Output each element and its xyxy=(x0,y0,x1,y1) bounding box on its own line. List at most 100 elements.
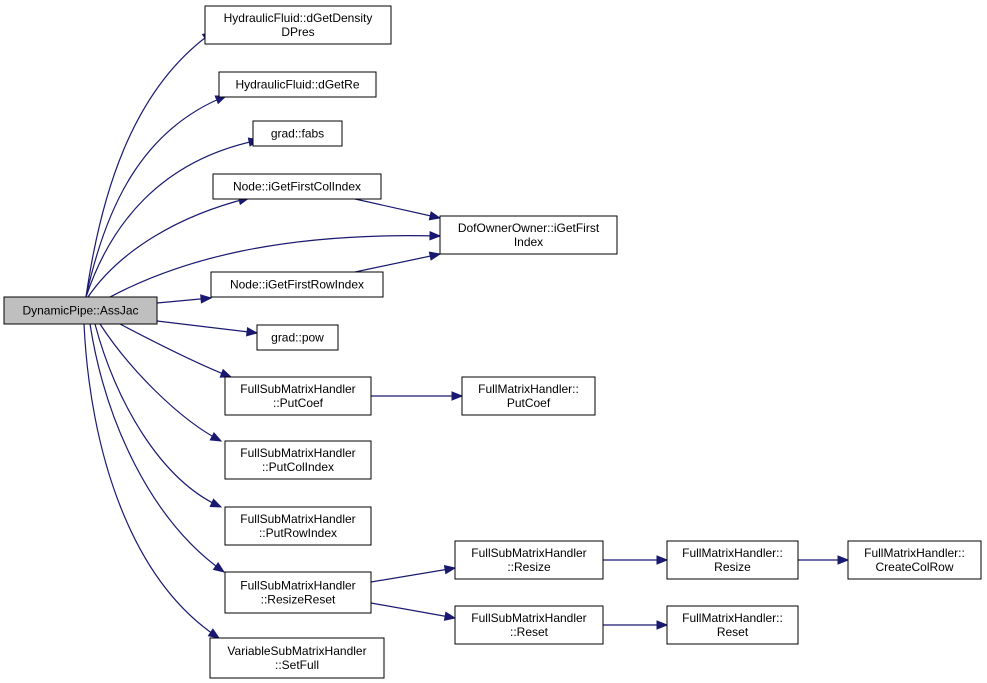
node-fm_resize[interactable]: FullMatrixHandler::Resize xyxy=(666,540,799,580)
node-box xyxy=(3,296,158,325)
edge-line xyxy=(85,31,214,298)
arrowhead xyxy=(428,251,442,261)
arrowhead xyxy=(209,431,223,442)
node-fabs[interactable]: grad::fabs xyxy=(252,120,343,147)
node-label: VariableSubMatrixHandler xyxy=(227,644,366,658)
node-label: HydraulicFluid::dGetRe xyxy=(235,78,359,92)
edge-line xyxy=(87,197,250,298)
node-box xyxy=(847,540,982,580)
node-box xyxy=(224,506,372,546)
node-fm_createcolrow[interactable]: FullMatrixHandler::CreateColRow xyxy=(847,540,982,580)
edge-root-to-fsm_putcoef xyxy=(119,323,233,378)
node-box xyxy=(252,120,343,147)
node-fsm_putcoef[interactable]: FullSubMatrixHandler::PutCoef xyxy=(224,376,372,416)
edge-root-to-dofowner xyxy=(109,231,442,298)
node-fm_putcoef[interactable]: FullMatrixHandler::PutCoef xyxy=(461,376,596,416)
node-box xyxy=(204,5,392,45)
node-fsm_resizereset[interactable]: FullSubMatrixHandler::ResizeReset xyxy=(224,571,372,614)
arrowhead xyxy=(656,555,669,565)
edge-root-to-pow xyxy=(156,320,259,337)
edge-root-to-fsm_resizereset xyxy=(89,323,226,573)
node-label: Node::iGetFirstRowIndex xyxy=(230,278,364,292)
nodes-layer: DynamicPipe::AssJac HydraulicFluid::dGetD… xyxy=(3,5,982,679)
node-label: FullMatrixHandler:: xyxy=(682,611,783,625)
node-pow[interactable]: grad::pow xyxy=(256,324,339,351)
edge-line xyxy=(370,567,456,583)
node-box xyxy=(666,605,799,645)
edge-root-to-igetfirstrow xyxy=(156,294,213,304)
node-label: Reset xyxy=(717,625,749,639)
edge-line xyxy=(354,253,441,273)
edge-line xyxy=(89,323,225,573)
node-label: ::ResizeReset xyxy=(261,593,336,607)
edge-root-to-fsm_putcolindex xyxy=(99,323,223,442)
node-box xyxy=(210,271,384,298)
node-label: CreateColRow xyxy=(875,560,953,574)
node-root[interactable]: DynamicPipe::AssJac xyxy=(3,296,158,325)
node-fsm_reset[interactable]: FullSubMatrixHandler::Reset xyxy=(454,605,604,645)
node-label: DPres xyxy=(281,25,314,39)
edge-root-to-vsm_setfull xyxy=(83,323,221,639)
node-label: FullSubMatrixHandler xyxy=(240,579,355,593)
node-label: grad::fabs xyxy=(271,127,324,141)
arrowhead xyxy=(443,565,457,575)
node-box xyxy=(666,540,799,580)
node-label: HydraulicFluid::dGetDensity xyxy=(224,11,373,25)
edge-line xyxy=(85,95,227,298)
arrowhead xyxy=(443,611,457,621)
edge-igetfirstcol-to-dofowner xyxy=(354,198,442,221)
node-label: Node::iGetFirstColIndex xyxy=(233,180,361,194)
edge-line xyxy=(119,323,232,378)
node-igetfirstcol[interactable]: Node::iGetFirstColIndex xyxy=(212,173,382,200)
edge-line xyxy=(99,323,222,442)
node-fsm_putcolindex[interactable]: FullSubMatrixHandler::PutColIndex xyxy=(224,440,372,480)
node-label: Resize xyxy=(714,560,751,574)
arrowhead xyxy=(209,498,223,508)
node-fsm_resize[interactable]: FullSubMatrixHandler::Resize xyxy=(454,540,604,580)
arrowhead xyxy=(451,391,464,401)
node-box xyxy=(454,605,604,645)
node-box xyxy=(454,540,604,580)
edge-line xyxy=(156,320,258,334)
edge-line xyxy=(109,235,441,298)
node-vsm_setfull[interactable]: VariableSubMatrixHandler::SetFull xyxy=(209,637,385,679)
arrowhead xyxy=(200,294,213,304)
arrowhead xyxy=(246,327,259,337)
node-box xyxy=(256,324,339,351)
edge-line xyxy=(83,323,220,639)
edge-root-to-fsm_putrowindex xyxy=(94,323,223,508)
node-label: FullMatrixHandler:: xyxy=(478,382,579,396)
node-box xyxy=(209,637,385,679)
arrowhead xyxy=(656,620,669,630)
node-label: ::PutRowIndex xyxy=(259,526,337,540)
arrowhead xyxy=(212,562,226,573)
node-label: ::PutCoef xyxy=(273,396,324,410)
arrowhead xyxy=(207,628,221,639)
node-igetfirstrow[interactable]: Node::iGetFirstRowIndex xyxy=(210,271,384,298)
node-label: grad::pow xyxy=(271,331,324,345)
edge-line xyxy=(94,323,222,508)
node-dgetre[interactable]: HydraulicFluid::dGetRe xyxy=(218,71,377,98)
arrowhead xyxy=(837,555,850,565)
edge-line xyxy=(370,602,456,619)
edge-fsm_resizereset-to-fsm_reset xyxy=(370,602,457,621)
edge-fm_resize-to-fm_createcolrow xyxy=(798,555,850,565)
edge-line xyxy=(354,198,441,219)
node-label: FullSubMatrixHandler xyxy=(240,382,355,396)
arrowhead xyxy=(428,211,442,221)
node-fm_reset[interactable]: FullMatrixHandler::Reset xyxy=(666,605,799,645)
node-label: ::Reset xyxy=(510,625,549,639)
edge-line xyxy=(85,139,260,298)
node-label: FullMatrixHandler:: xyxy=(864,546,965,560)
node-label: FullSubMatrixHandler xyxy=(240,446,355,460)
node-fsm_putrowindex[interactable]: FullSubMatrixHandler::PutRowIndex xyxy=(224,506,372,546)
edge-fsm_putcoef-to-fm_putcoef xyxy=(371,391,464,401)
edge-igetfirstrow-to-dofowner xyxy=(354,251,442,273)
node-label: FullMatrixHandler:: xyxy=(682,546,783,560)
node-label: ::PutColIndex xyxy=(262,460,334,474)
edge-fsm_reset-to-fm_reset xyxy=(603,620,669,630)
arrowhead xyxy=(429,231,442,241)
